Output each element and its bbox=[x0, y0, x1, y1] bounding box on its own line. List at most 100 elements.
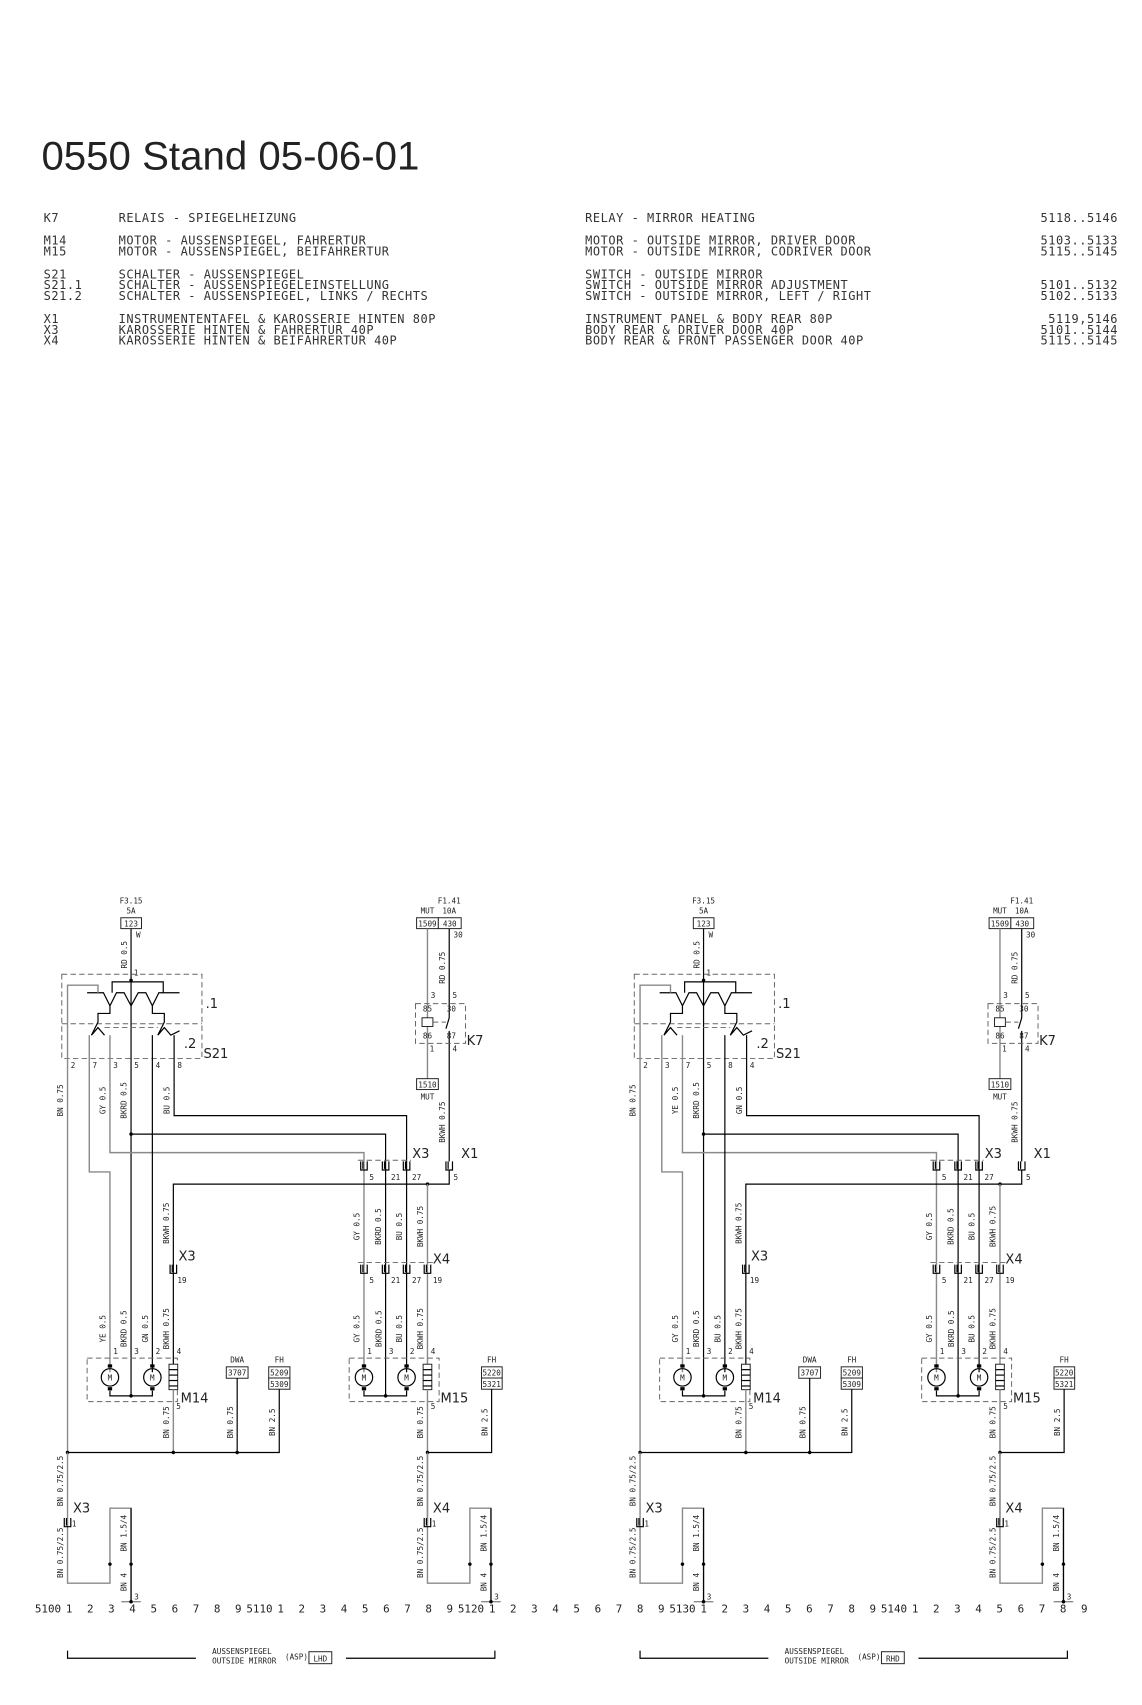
wire-label: BN 2.5 bbox=[480, 1409, 489, 1436]
wire bbox=[681, 1035, 938, 1373]
motor-terminal bbox=[361, 1387, 367, 1391]
wire-label: BKRD 0.5 bbox=[120, 1082, 129, 1119]
switch-s21-1-contacts-icon bbox=[659, 992, 753, 1008]
switch-s21-box bbox=[633, 973, 775, 1060]
relay-terminal: 85 bbox=[423, 1004, 432, 1013]
wire-label: BKWH 0.75 bbox=[162, 1308, 171, 1349]
section-title-english: OUTSIDE MIRROR bbox=[212, 1657, 277, 1666]
grid-reference-label: 2 bbox=[298, 1603, 305, 1616]
connector-x4-label: X4 bbox=[433, 1253, 450, 1268]
fuse-mut-label: MUT bbox=[421, 906, 435, 915]
connector-pin-icon bbox=[360, 1161, 368, 1171]
junction-dot bbox=[171, 1450, 176, 1455]
fuse-rating: 10A bbox=[442, 906, 456, 915]
wire-label: BU 0.5 bbox=[714, 1315, 723, 1343]
grid-reference-label: 8 bbox=[425, 1603, 432, 1616]
motor-terminal bbox=[404, 1387, 409, 1391]
pin-label: 5 bbox=[431, 1402, 436, 1411]
grid-reference-label: 5120 bbox=[458, 1603, 484, 1616]
grid-reference-label: 9 bbox=[658, 1603, 665, 1616]
pin-label: 1 bbox=[134, 968, 139, 977]
pin-label: 27 bbox=[985, 1173, 995, 1182]
switch-rail bbox=[684, 981, 737, 993]
motor-m15-label: M15 bbox=[1013, 1392, 1041, 1407]
legend-english: SWITCH - OUTSIDE MIRROR bbox=[585, 267, 763, 281]
wire-label: BKRD 0.5 bbox=[374, 1310, 383, 1347]
junction-dot bbox=[235, 1450, 239, 1455]
motor-terminal bbox=[150, 1387, 155, 1391]
connector-pin-icon bbox=[1017, 1161, 1026, 1171]
grid-reference-label: 2 bbox=[933, 1603, 940, 1616]
grid-reference-label: 1 bbox=[489, 1603, 496, 1616]
legend-german: RELAIS - SPIEGELHEIZUNG bbox=[119, 211, 297, 225]
relay-terminal: 87 bbox=[447, 1031, 457, 1040]
legend-code: K7 bbox=[44, 211, 59, 225]
grid-reference-label: 1 bbox=[912, 1603, 919, 1616]
motor-terminal bbox=[107, 1364, 113, 1368]
wire-label: GY 0.5 bbox=[353, 1213, 362, 1241]
wire bbox=[640, 1389, 853, 1454]
wire bbox=[131, 1133, 387, 1396]
section-variant-label: RHD bbox=[886, 1655, 900, 1664]
pin-label: 1 bbox=[430, 1044, 435, 1053]
grid-reference-label: 1 bbox=[700, 1603, 707, 1616]
motor-terminal bbox=[680, 1364, 685, 1368]
wire-label: BN 0.75/2.5 bbox=[416, 1528, 425, 1578]
motor-terminal bbox=[150, 1364, 155, 1368]
wire-label: BN 1.5/4 bbox=[1052, 1514, 1061, 1551]
motor-m14-label: M14 bbox=[753, 1392, 781, 1407]
grid-reference-label: 5 bbox=[150, 1603, 157, 1616]
wire-label: BKRD 0.5 bbox=[947, 1208, 956, 1245]
grid-reference-label: 6 bbox=[806, 1603, 813, 1616]
motor-m15-box bbox=[921, 1357, 1013, 1403]
legend-reference: 5115..5145 bbox=[1041, 334, 1118, 348]
pin-label: 1 bbox=[432, 1520, 437, 1529]
connector-pin-icon bbox=[423, 1517, 432, 1528]
pin-label: 2 bbox=[410, 1347, 415, 1356]
pin-label: 30 bbox=[1026, 930, 1036, 939]
pin-label: 3 bbox=[389, 1347, 394, 1356]
legend-english: INSTRUMENT PANEL & BODY REAR 80P bbox=[585, 312, 833, 326]
fuse-f1-41-label: F1.41 bbox=[438, 897, 461, 906]
pin-label: 5 bbox=[369, 1173, 374, 1182]
fuse-terminal-number: 1509 bbox=[418, 919, 437, 928]
legend-reference: 5115..5145 bbox=[1041, 245, 1118, 259]
grid-reference-label: 9 bbox=[870, 1603, 877, 1616]
junction-dot bbox=[744, 1450, 748, 1455]
section-bracket bbox=[345, 1650, 496, 1659]
pin-label: 5 bbox=[176, 1402, 181, 1411]
wire-label: BN 4 bbox=[480, 1573, 489, 1592]
wire-label: BN 1.5/4 bbox=[120, 1514, 129, 1551]
pin-label: 19 bbox=[1005, 1276, 1015, 1285]
wire-label: BKWH 0.75 bbox=[734, 1308, 743, 1349]
pin-label: 21 bbox=[964, 1173, 974, 1182]
wire-label: BKWH 0.75 bbox=[416, 1308, 425, 1349]
connector-pin-icon bbox=[636, 1517, 644, 1528]
motor-symbol-label: M bbox=[362, 1374, 367, 1383]
pin-label: 21 bbox=[391, 1276, 401, 1285]
pin-label: 27 bbox=[412, 1173, 422, 1182]
fh-terminal-number: 5220 bbox=[482, 1369, 501, 1378]
fh-label: FH bbox=[847, 1355, 857, 1364]
legend-code: S21.2 bbox=[44, 289, 83, 303]
grid-reference-label: 2 bbox=[87, 1603, 94, 1616]
junction-dot bbox=[129, 978, 133, 983]
wire-label: BKWH 0.75 bbox=[162, 1203, 171, 1244]
grid-reference-label: 8 bbox=[1060, 1603, 1067, 1616]
wire-label: BN 0.75/2.5 bbox=[989, 1528, 998, 1578]
fuse-rating: 5A bbox=[699, 906, 709, 915]
pin-label: 5 bbox=[1025, 991, 1030, 1000]
wire-label: BKRD 0.5 bbox=[692, 1310, 701, 1347]
wire-label: GN 0.5 bbox=[141, 1315, 150, 1343]
connector-pin-icon bbox=[423, 1264, 432, 1274]
wire-label: BN 0.75 bbox=[989, 1406, 998, 1438]
pin-label: 3 bbox=[134, 1347, 139, 1356]
wire bbox=[445, 928, 450, 1029]
motor-icon bbox=[927, 1368, 946, 1387]
switch-s21-box bbox=[61, 973, 203, 1060]
wire-label: BN 0.75/2.5 bbox=[629, 1456, 638, 1506]
relay-k7-label: K7 bbox=[1039, 1034, 1056, 1049]
section-bracket bbox=[639, 1650, 769, 1659]
junction-dot bbox=[701, 1562, 706, 1566]
